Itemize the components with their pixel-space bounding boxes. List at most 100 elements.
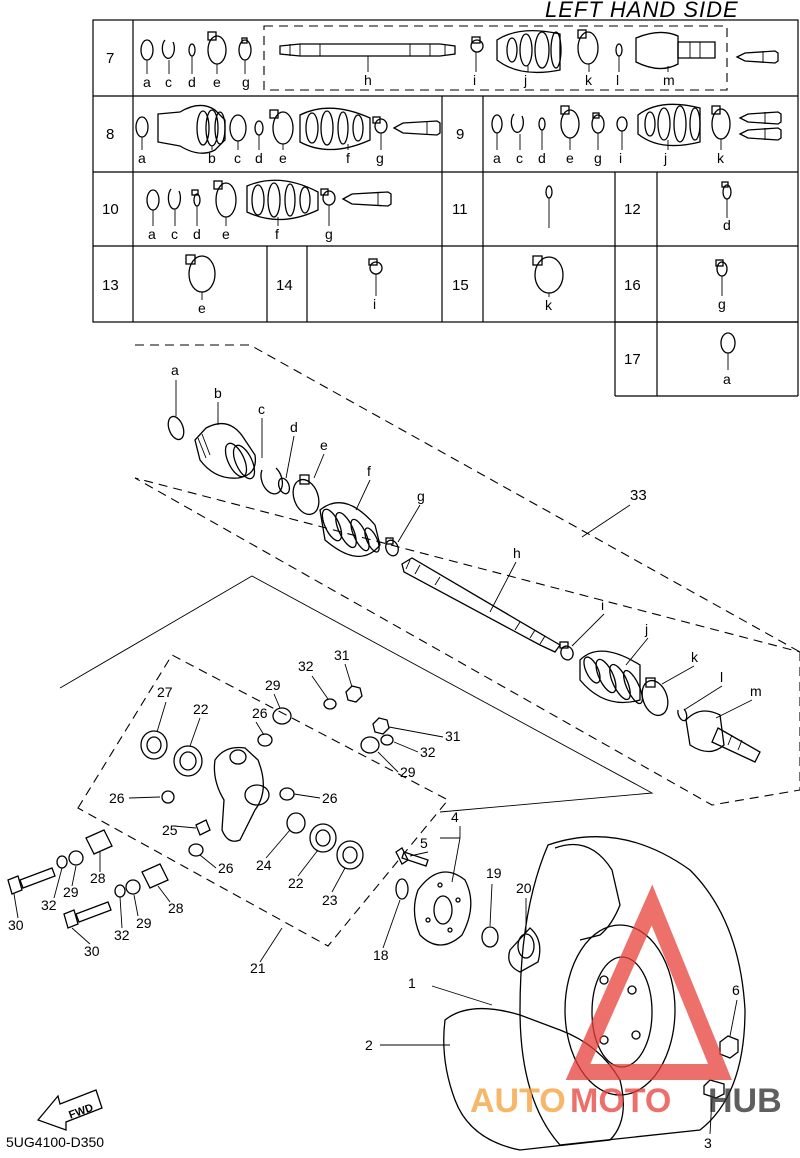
watermark: AUTO MOTO HUB (470, 884, 782, 1120)
svg-text:28: 28 (90, 870, 106, 886)
svg-text:g: g (376, 150, 384, 166)
row-number: 8 (106, 126, 114, 143)
svg-text:b: b (208, 150, 216, 166)
svg-text:b: b (214, 385, 222, 401)
svg-text:26: 26 (218, 860, 234, 876)
svg-text:a: a (138, 150, 146, 166)
svg-text:32: 32 (114, 927, 130, 943)
svg-text:k: k (717, 150, 725, 166)
row-number: 16 (624, 277, 641, 294)
shaft-assembly-outline (134, 344, 800, 806)
svg-text:29: 29 (136, 915, 152, 931)
row-number: 12 (624, 201, 641, 218)
svg-text:i: i (601, 597, 604, 613)
svg-text:g: g (417, 488, 425, 504)
svg-text:e: e (279, 150, 287, 166)
svg-text:f: f (275, 226, 279, 242)
knuckle-dashed-group (77, 654, 449, 947)
svg-text:h: h (364, 72, 372, 88)
row-number: 10 (102, 201, 119, 218)
row-number: 15 (452, 277, 469, 294)
svg-text:4: 4 (451, 809, 459, 825)
svg-text:AUTO: AUTO (470, 1082, 566, 1120)
row-number: 13 (102, 277, 119, 294)
svg-text:2: 2 (365, 1037, 373, 1053)
svg-text:29: 29 (400, 764, 416, 780)
knuckle-labels: 27 22 26 29 32 31 31 32 29 26 26 25 26 2… (8, 647, 461, 976)
svg-text:e: e (213, 74, 221, 90)
svg-text:1: 1 (408, 975, 416, 991)
row-number: 11 (452, 201, 468, 218)
row-number: 14 (276, 277, 293, 294)
svg-text:d: d (193, 226, 201, 242)
svg-text:l: l (720, 669, 723, 685)
table-row-numbers: 7 8 9 10 11 12 13 14 15 16 17 (102, 50, 641, 368)
svg-text:29: 29 (265, 677, 281, 693)
svg-text:32: 32 (298, 658, 314, 674)
row-number: 17 (624, 351, 641, 368)
svg-text:27: 27 (157, 684, 173, 700)
svg-text:l: l (616, 72, 619, 88)
svg-text:e: e (566, 150, 574, 166)
svg-text:f: f (346, 150, 350, 166)
svg-text:29: 29 (63, 884, 79, 900)
svg-text:e: e (320, 437, 328, 453)
svg-text:19: 19 (486, 865, 502, 881)
page-title: LEFT HAND SIDE (545, 0, 739, 22)
row-number: 9 (456, 126, 464, 143)
svg-text:22: 22 (193, 701, 209, 717)
row-number: 7 (106, 50, 114, 67)
svg-text:21: 21 (250, 960, 266, 976)
knuckle-parts (7, 685, 394, 929)
svg-text:g: g (242, 74, 250, 90)
svg-text:j: j (663, 150, 667, 166)
svg-text:26: 26 (252, 705, 268, 721)
svg-text:m: m (750, 683, 762, 699)
svg-text:f: f (367, 463, 371, 479)
svg-text:k: k (545, 297, 553, 313)
svg-text:32: 32 (420, 744, 436, 760)
single-part-cells: d e i k g a (185, 181, 736, 387)
svg-text:a: a (493, 150, 501, 166)
svg-text:23: 23 (322, 892, 338, 908)
svg-text:c: c (234, 150, 241, 166)
svg-text:e: e (198, 300, 206, 316)
svg-text:d: d (538, 150, 546, 166)
svg-text:31: 31 (334, 647, 350, 663)
parts-table (92, 19, 799, 397)
svg-text:25: 25 (162, 822, 178, 838)
svg-text:k: k (585, 72, 593, 88)
svg-text:18: 18 (373, 947, 389, 963)
svg-text:d: d (290, 419, 298, 435)
shaft-assembly (167, 415, 761, 763)
svg-text:30: 30 (84, 943, 100, 959)
hub-brake-wheel (395, 836, 746, 1151)
svg-text:a: a (148, 226, 156, 242)
shaft-letters: a b c d e f g h i j k l m 33 (171, 362, 762, 719)
svg-text:m: m (663, 72, 675, 88)
svg-text:6: 6 (732, 982, 740, 998)
svg-text:5: 5 (420, 835, 428, 851)
svg-text:30: 30 (8, 917, 24, 933)
svg-text:d: d (255, 150, 263, 166)
svg-text:j: j (523, 72, 527, 88)
svg-text:24: 24 (256, 857, 272, 873)
drawing-code: 5UG4100-D350 (6, 1134, 104, 1150)
assembly-number: 33 (630, 487, 647, 504)
svg-text:HUB: HUB (708, 1082, 782, 1120)
svg-text:g: g (718, 296, 726, 312)
svg-text:d: d (188, 74, 196, 90)
svg-text:28: 28 (168, 900, 184, 916)
svg-text:20: 20 (516, 880, 532, 896)
svg-text:i: i (473, 72, 476, 88)
svg-text:g: g (325, 226, 333, 242)
